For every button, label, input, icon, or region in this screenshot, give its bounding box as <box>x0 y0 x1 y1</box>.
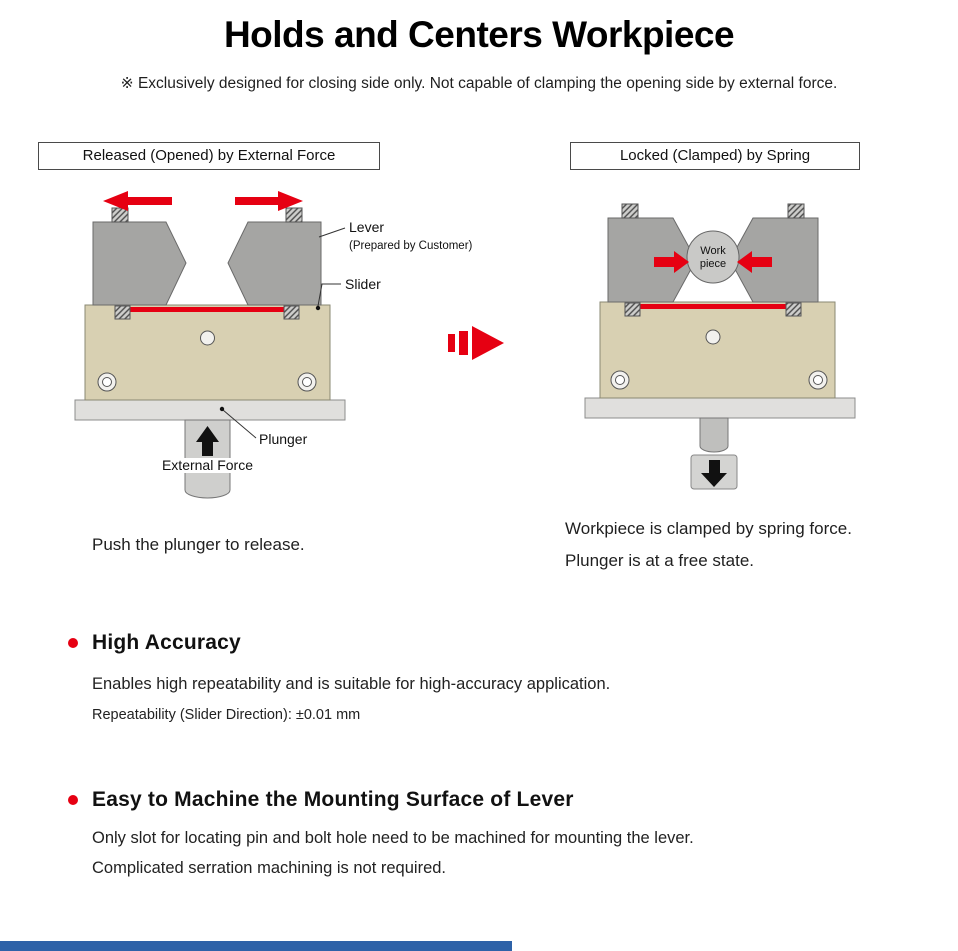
slider-bar <box>130 307 284 312</box>
mount-hole-right-inner <box>302 377 312 387</box>
feature-heading-accuracy: High Accuracy <box>92 631 241 654</box>
left-lever <box>92 221 187 306</box>
transition-bar-1 <box>448 334 455 352</box>
page-note: ※ Exclusively designed for closing side … <box>120 75 838 92</box>
clamp-arrow-left-icon <box>654 251 689 273</box>
lever-leader-line <box>318 227 346 238</box>
clamp-body <box>84 304 331 401</box>
workpiece-label-line2: piece <box>700 258 726 270</box>
base-plate <box>584 397 856 419</box>
feature-heading-row-machining: Easy to Machine the Mounting Surface of … <box>68 788 574 812</box>
lever-screw-left <box>621 203 639 219</box>
clamp-body <box>599 301 836 399</box>
down-arrow-stem <box>709 460 720 473</box>
push-up-arrow-icon <box>196 426 219 442</box>
right-lever <box>227 221 322 306</box>
mount-hole-right-inner <box>813 375 823 385</box>
lever-screw-left <box>111 207 129 223</box>
slider-screw-left <box>624 302 641 317</box>
right-lever <box>729 217 819 303</box>
slider-leader-dot <box>315 305 321 311</box>
transition-triangle <box>472 326 504 360</box>
slider-label: Slider <box>345 276 381 292</box>
locked-caption-line1: Workpiece is clamped by spring force. <box>565 519 852 538</box>
red-bullet-icon <box>68 638 78 648</box>
plunger-shape <box>699 417 729 453</box>
page-title: Holds and Centers Workpiece <box>223 14 735 55</box>
base-plate <box>74 399 346 421</box>
slider-bar <box>640 304 786 309</box>
open-arrow-left-icon <box>103 191 172 211</box>
feature-accuracy-line1: Enables high repeatability and is suitab… <box>92 675 611 693</box>
feature-machining-line1: Only slot for locating pin and bolt hole… <box>92 829 694 847</box>
released-diagram: External Force Lever (Prepared by Custom… <box>74 191 473 499</box>
workpiece <box>686 230 740 284</box>
lever-screw-right <box>285 207 303 223</box>
footer-accent-bar <box>0 941 512 951</box>
feature-heading-machining: Easy to Machine the Mounting Surface of … <box>92 788 574 811</box>
lever-sublabel: (Prepared by Customer) <box>349 240 473 252</box>
locked-state-label: Locked (Clamped) by Spring <box>570 142 860 170</box>
left-lever <box>607 217 697 303</box>
slider-leader-line <box>317 283 341 307</box>
lever-screw-right <box>787 203 805 219</box>
mount-hole-left-inner <box>615 375 625 385</box>
external-force-label: External Force <box>162 457 253 473</box>
plunger-label: Plunger <box>259 431 308 447</box>
center-hole <box>200 330 215 346</box>
feature-machining-line2: Complicated serration machining is not r… <box>92 859 447 877</box>
transition-arrow-icon <box>448 326 504 360</box>
slider-screw-right <box>785 302 802 317</box>
locked-caption-line2: Plunger is at a free state. <box>565 551 754 570</box>
clamp-arrow-right-icon <box>737 251 772 273</box>
external-force-label-bg <box>160 458 255 473</box>
lever-label: Lever <box>349 219 384 235</box>
feature-accuracy-line2: Repeatability (Slider Direction): ±0.01 … <box>92 707 361 723</box>
mount-hole-left-inner <box>102 377 112 387</box>
released-caption: Push the plunger to release. <box>92 535 305 554</box>
push-up-arrow-stem <box>202 442 213 456</box>
red-bullet-icon <box>68 795 78 805</box>
transition-bar-2 <box>459 331 468 355</box>
plunger-leader-line <box>222 409 257 439</box>
locked-diagram: Work piece <box>584 203 856 490</box>
open-arrow-right-icon <box>235 191 303 211</box>
plunger-leader-dot <box>219 406 225 412</box>
down-arrow-icon <box>701 473 727 487</box>
slider-screw-left <box>114 305 131 320</box>
feature-heading-row-accuracy: High Accuracy <box>68 631 241 655</box>
center-hole <box>705 329 721 345</box>
released-state-label: Released (Opened) by External Force <box>38 142 380 170</box>
slider-screw-right <box>283 305 300 320</box>
workpiece-label-line1: Work <box>700 245 726 257</box>
